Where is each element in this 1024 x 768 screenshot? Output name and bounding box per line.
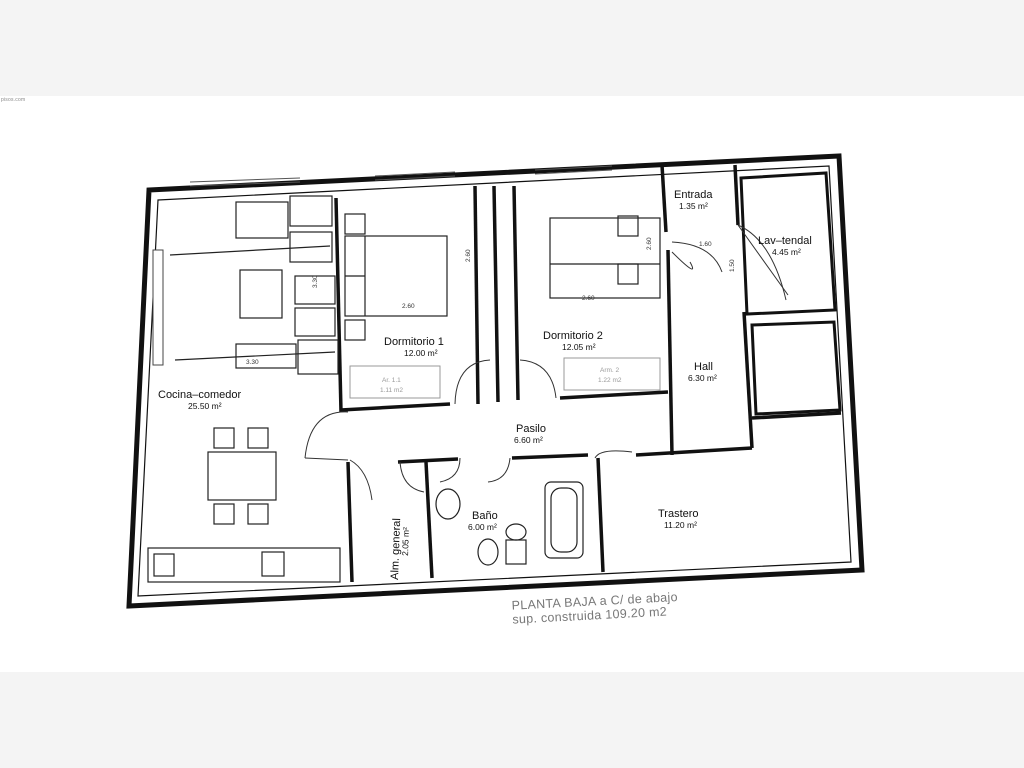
dimension-labels: 3.30 3.30 2.60 2.60 2.60 2.60 1.60 1.50 (246, 237, 736, 366)
outer-walls (126, 153, 865, 609)
room-area-trastero: 11.20 m² (664, 520, 697, 530)
room-name-cocina: Cocina–comedor (158, 389, 241, 401)
bottom-margin (0, 672, 1024, 768)
room-area-hall: 6.30 m² (688, 373, 717, 383)
room-area-pasillo: 6.60 m² (514, 435, 543, 445)
room-name-bano: Baño (472, 510, 498, 522)
door-swings (304, 224, 789, 501)
windows (152, 165, 613, 366)
room-area-lav-tendal: 4.45 m² (772, 247, 801, 257)
top-margin (0, 0, 1024, 96)
bed-dormitorio-1 (344, 213, 448, 341)
closet-note: 1.22 m2 (598, 377, 622, 384)
room-labels: Cocina–comedor 25.50 m² Dormitorio 1 12.… (158, 189, 812, 580)
room-area-entrada: 1.35 m² (679, 201, 708, 211)
room-name-trastero: Trastero (658, 508, 699, 520)
dimension-label: 1.50 (729, 259, 736, 272)
plan-caption: PLANTA BAJA a C/ de abajo sup. construid… (511, 590, 678, 627)
room-area-almacen: 2.05 m² (400, 527, 411, 556)
dimension-label: 2.60 (465, 249, 472, 262)
room-area-cocina: 25.50 m² (188, 401, 222, 411)
dimension-label: 2.60 (582, 295, 595, 302)
dimension-label: 2.60 (646, 237, 653, 250)
closet-note: 1.11 m2 (380, 387, 403, 394)
dimension-label: 1.60 (699, 241, 712, 248)
room-area-dormitorio-1: 12.00 m² (404, 348, 438, 358)
closet-note: Arm. 2 (600, 367, 620, 374)
room-name-lav-tendal: Lav–tendal (758, 235, 812, 247)
room-name-pasillo: Pasilo (516, 423, 546, 435)
room-name-dormitorio-1: Dormitorio 1 (384, 336, 444, 348)
bed-dormitorio-2 (549, 215, 661, 299)
room-area-bano: 6.00 m² (468, 522, 497, 532)
wardrobes (349, 357, 661, 399)
interior-walls (334, 164, 842, 583)
dimension-label: 2.60 (402, 303, 415, 310)
room-name-hall: Hall (694, 361, 713, 373)
room-name-entrada: Entrada (674, 189, 713, 201)
bathroom-fixtures (435, 481, 584, 566)
room-name-dormitorio-2: Dormitorio 2 (543, 330, 603, 342)
floor-plan: Cocina–comedor 25.50 m² Dormitorio 1 12.… (126, 153, 865, 627)
closet-note: Ar. 1.1 (382, 377, 401, 384)
room-area-dormitorio-2: 12.05 m² (562, 342, 596, 352)
dimension-label: 3.30 (312, 275, 319, 288)
dimension-label: 3.30 (246, 359, 259, 366)
closet-notes: Ar. 1.1 1.11 m2 Arm. 2 1.22 m2 (380, 367, 622, 394)
room-name-almacen: Alm. general (389, 518, 403, 580)
kitchen-dining-furniture (147, 195, 341, 583)
watermark: pisos.com (1, 97, 26, 103)
floor-plan-sheet: pisos.com (0, 96, 1024, 672)
